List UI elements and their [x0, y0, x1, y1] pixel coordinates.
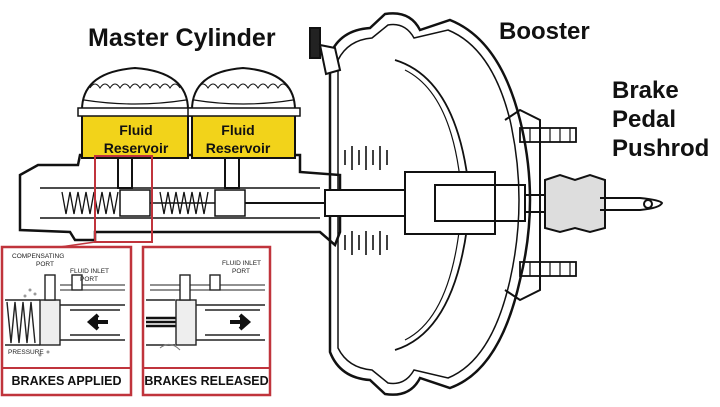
reservoir-word: Reservoir: [103, 140, 169, 156]
compensating-port-highlight: [94, 155, 153, 243]
fluid-word: Fluid: [119, 122, 153, 138]
reservoir-2-label: Fluid Reservoir: [200, 121, 276, 157]
brake-word: Brake: [612, 77, 679, 104]
reservoir-ports: [117, 157, 240, 189]
released-port-label: PORT: [232, 268, 250, 275]
pedal-word: Pedal: [612, 106, 677, 133]
applied-fluid-inlet-label: FLUID INLET: [70, 268, 110, 275]
pressure-label: PRESSURE: [8, 349, 44, 356]
booster-spring: [344, 146, 388, 255]
inset-brakes-released: [141, 245, 272, 397]
master-cylinder-label: Master Cylinder: [88, 24, 276, 52]
brakes-released-title: BRAKES RELEASED: [144, 374, 269, 388]
booster-pushrod: [324, 171, 664, 235]
compensating-label: COMPENSATING: [12, 253, 65, 260]
vacuum-check-valve: [309, 27, 342, 76]
pushrod-word: Pushrod: [612, 135, 710, 162]
brakes-applied-title: BRAKES APPLIED: [11, 374, 122, 388]
master-cylinder-body: [18, 153, 342, 248]
released-fluid-inlet-label: FLUID INLET: [222, 260, 262, 267]
reservoir-word: Reservoir: [205, 140, 271, 156]
brake-pedal-pushrod-label: Brake Pedal Pushrod: [612, 76, 709, 163]
applied-inlet-port-label: PORT: [80, 276, 98, 283]
fluid-reservoir-1: [77, 66, 193, 159]
fluid-reservoir-2: [187, 66, 301, 159]
inset-brakes-applied: [0, 245, 133, 397]
compensating-port-label: PORT: [36, 261, 54, 268]
fluid-word: Fluid: [221, 122, 255, 138]
booster-label: Booster: [499, 18, 590, 45]
reservoir-1-label: Fluid Reservoir: [98, 121, 174, 157]
